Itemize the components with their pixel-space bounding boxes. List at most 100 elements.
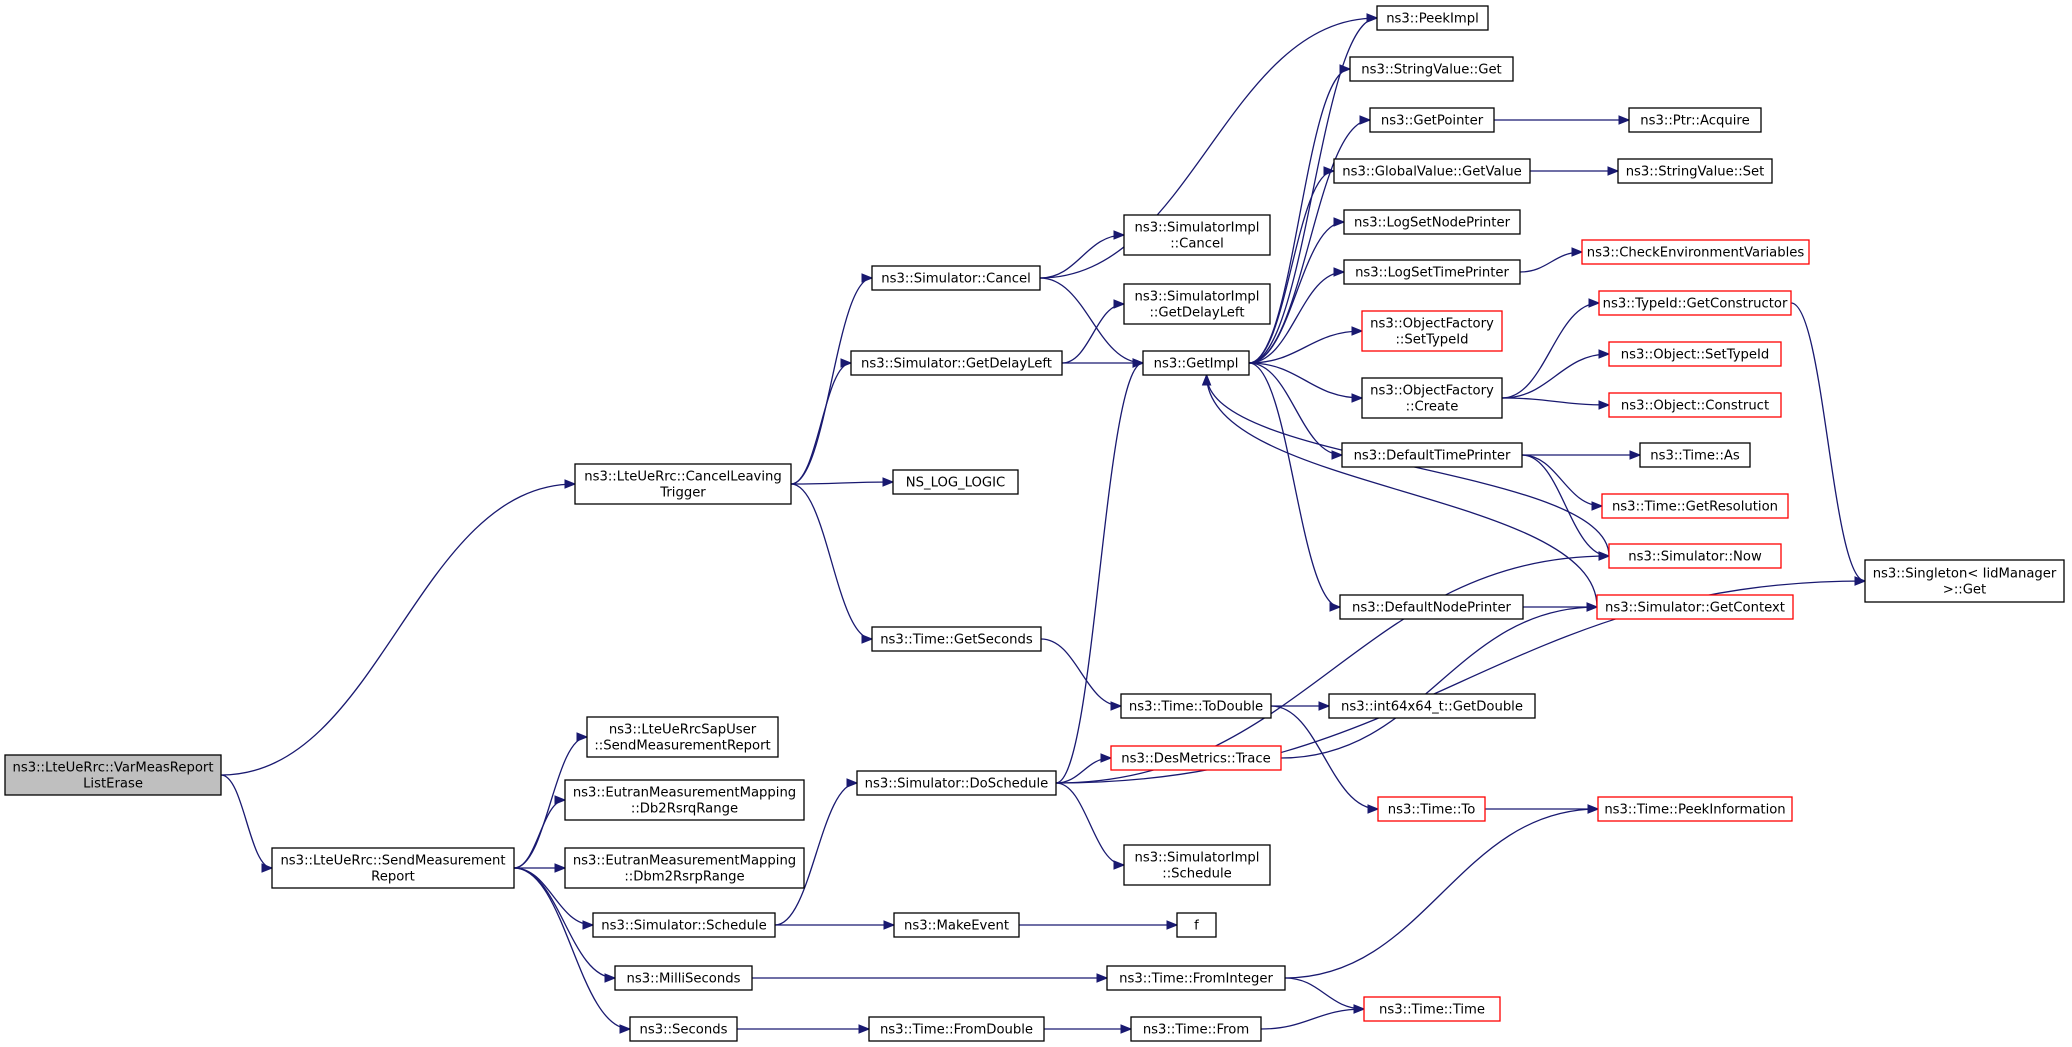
node-ofSetTypeId[interactable]: ns3::ObjectFactory::SetTypeId: [1361, 310, 1503, 352]
node-simGetDelay[interactable]: ns3::Simulator::GetDelayLeft: [850, 350, 1063, 376]
node-ofCreate[interactable]: ns3::ObjectFactory::Create: [1361, 377, 1503, 419]
edge-line: [1248, 271, 1345, 364]
edge-line: [1248, 362, 1363, 399]
node-getSeconds[interactable]: ns3::Time::GetSeconds: [871, 626, 1042, 652]
node-makeEvent[interactable]: ns3::MakeEvent: [893, 912, 1020, 938]
edge-simCancel-to-implCancel: [1039, 230, 1126, 279]
edge-getImpl-to-globalGet: [1248, 166, 1336, 364]
arrowhead-icon: [1096, 973, 1109, 983]
node-toDouble[interactable]: ns3::Time::ToDouble: [1120, 693, 1272, 719]
node-label: ns3::Time::ToDouble: [1129, 700, 1263, 715]
node-objConstruct[interactable]: ns3::Object::Construct: [1608, 392, 1782, 418]
node-strSet[interactable]: ns3::StringValue::Set: [1617, 158, 1773, 184]
edges-layer: [220, 13, 1867, 1034]
node-defTime[interactable]: ns3::DefaultTimePrinter: [1341, 442, 1523, 468]
node-timeTime[interactable]: ns3::Time::Time: [1363, 996, 1501, 1022]
node-int64[interactable]: ns3::int64x64_t::GetDouble: [1328, 693, 1536, 719]
node-desTrace[interactable]: ns3::DesMetrics::Trace: [1110, 745, 1282, 771]
node-getCtor[interactable]: ns3::TypeId::GetConstructor: [1598, 290, 1792, 316]
node-ptrAcquire[interactable]: ns3::Ptr::Acquire: [1628, 107, 1762, 133]
node-simDoSchedule[interactable]: ns3::Simulator::DoSchedule: [856, 770, 1057, 796]
edge-line: [790, 483, 873, 640]
node-simSchedule[interactable]: ns3::Simulator::Schedule: [592, 912, 776, 938]
node-singleton[interactable]: ns3::Singleton< IidManager >::Get: [1864, 559, 2065, 603]
node-box: [1130, 1016, 1262, 1042]
node-sapUser[interactable]: ns3::LteUeRrcSapUser::SendMeasurementRep…: [586, 716, 779, 758]
edge-line: [1039, 277, 1144, 364]
node-dbm2rsrp[interactable]: ns3::EutranMeasurementMapping::Dbm2RsrpR…: [564, 847, 805, 889]
arrowhead-icon: [1120, 1024, 1133, 1034]
node-objSetTypeId[interactable]: ns3::Object::SetTypeId: [1608, 341, 1782, 367]
node-label: ns3::Ptr::Acquire: [1640, 114, 1749, 129]
node-fromDouble[interactable]: ns3::Time::FromDouble: [868, 1016, 1045, 1042]
node-label: ns3::GlobalValue::GetValue: [1342, 165, 1521, 180]
node-label: ns3::MakeEvent: [904, 919, 1009, 934]
node-label: ns3::LteUeRrc::VarMeasReport: [13, 761, 214, 776]
node-label: ::Db2RsrqRange: [631, 802, 738, 817]
node-label: Report: [371, 870, 415, 885]
node-implSchedule[interactable]: ns3::SimulatorImpl::Schedule: [1123, 844, 1271, 886]
arrowhead-icon: [883, 920, 896, 930]
edge-makeEvent-to-fNode: [1018, 920, 1179, 930]
node-label: ns3::Simulator::Now: [1628, 550, 1762, 565]
edge-line: [220, 774, 273, 869]
node-timeTo[interactable]: ns3::Time::To: [1377, 796, 1486, 822]
node-label: ns3::Time::GetSeconds: [880, 633, 1033, 648]
node-logNode[interactable]: ns3::LogSetNodePrinter: [1343, 209, 1521, 235]
node-getPointer[interactable]: ns3::GetPointer: [1369, 107, 1495, 133]
node-box: [1106, 965, 1286, 991]
node-globalGet[interactable]: ns3::GlobalValue::GetValue: [1333, 158, 1531, 184]
node-label: ns3::LteUeRrc::CancelLeaving: [584, 470, 782, 485]
node-fNode[interactable]: f: [1176, 912, 1217, 938]
node-db2rsrq[interactable]: ns3::EutranMeasurementMapping::Db2RsrqRa…: [564, 779, 805, 821]
arrowhead-icon: [554, 863, 567, 873]
node-simCtx[interactable]: ns3::Simulator::GetContext: [1596, 594, 1794, 620]
node-label: f: [1194, 919, 1199, 934]
edge-logTime-to-checkEnv: [1519, 247, 1584, 273]
edge-root-to-sendMeas: [220, 774, 274, 873]
arrowhead-icon: [1333, 217, 1346, 227]
node-sendMeas[interactable]: ns3::LteUeRrc::SendMeasurementReport: [271, 847, 515, 889]
arrowhead-icon: [1113, 860, 1126, 870]
node-peekImpl[interactable]: ns3::PeekImpl: [1376, 5, 1489, 31]
arrowhead-icon: [861, 634, 874, 644]
edge-line: [1061, 303, 1125, 364]
node-strGet[interactable]: ns3::StringValue::Get: [1349, 56, 1514, 82]
edge-line: [513, 867, 631, 1030]
node-logTime[interactable]: ns3::LogSetTimePrinter: [1343, 259, 1521, 285]
node-getRes[interactable]: ns3::Time::GetResolution: [1601, 493, 1789, 519]
edge-ofCreate-to-objSetTypeId: [1501, 349, 1611, 399]
node-label: Trigger: [659, 486, 706, 501]
node-label: ns3::Singleton< IidManager: [1873, 567, 2057, 582]
edge-line: [1205, 374, 1598, 608]
node-box: [1608, 341, 1782, 367]
node-timeFrom[interactable]: ns3::Time::From: [1130, 1016, 1262, 1042]
edge-defTime-to-getRes: [1521, 454, 1604, 511]
arrowhead-icon: [882, 477, 895, 487]
node-timeAs[interactable]: ns3::Time::As: [1639, 442, 1751, 468]
node-simNow[interactable]: ns3::Simulator::Now: [1608, 543, 1782, 569]
node-simCancel[interactable]: ns3::Simulator::Cancel: [871, 265, 1041, 291]
node-defNode[interactable]: ns3::DefaultNodePrinter: [1339, 594, 1524, 620]
node-checkEnv[interactable]: ns3::CheckEnvironmentVariables: [1581, 239, 1810, 265]
node-nsLog[interactable]: NS_LOG_LOGIC: [892, 469, 1019, 495]
edge-ofCreate-to-objConstruct: [1501, 397, 1611, 410]
edge-getImpl-to-defTime: [1248, 362, 1344, 460]
node-box: [592, 912, 776, 938]
node-box: [564, 779, 805, 821]
node-fromInteger[interactable]: ns3::Time::FromInteger: [1106, 965, 1286, 991]
node-implGetDelay[interactable]: ns3::SimulatorImpl::GetDelayLeft: [1123, 283, 1271, 325]
node-label: >::Get: [1943, 583, 1986, 598]
node-getImpl[interactable]: ns3::GetImpl: [1142, 350, 1250, 376]
node-seconds[interactable]: ns3::Seconds: [629, 1016, 738, 1042]
node-implCancel[interactable]: ns3::SimulatorImpl::Cancel: [1123, 214, 1271, 256]
edge-milli-to-fromInteger: [752, 973, 1109, 983]
arrowhead-icon: [1598, 349, 1611, 359]
arrowhead-icon: [1100, 753, 1113, 763]
node-peekInfo[interactable]: ns3::Time::PeekInformation: [1597, 796, 1793, 822]
node-label: ListErase: [83, 777, 143, 792]
node-box: [1341, 442, 1523, 468]
node-milli[interactable]: ns3::MilliSeconds: [614, 965, 753, 991]
